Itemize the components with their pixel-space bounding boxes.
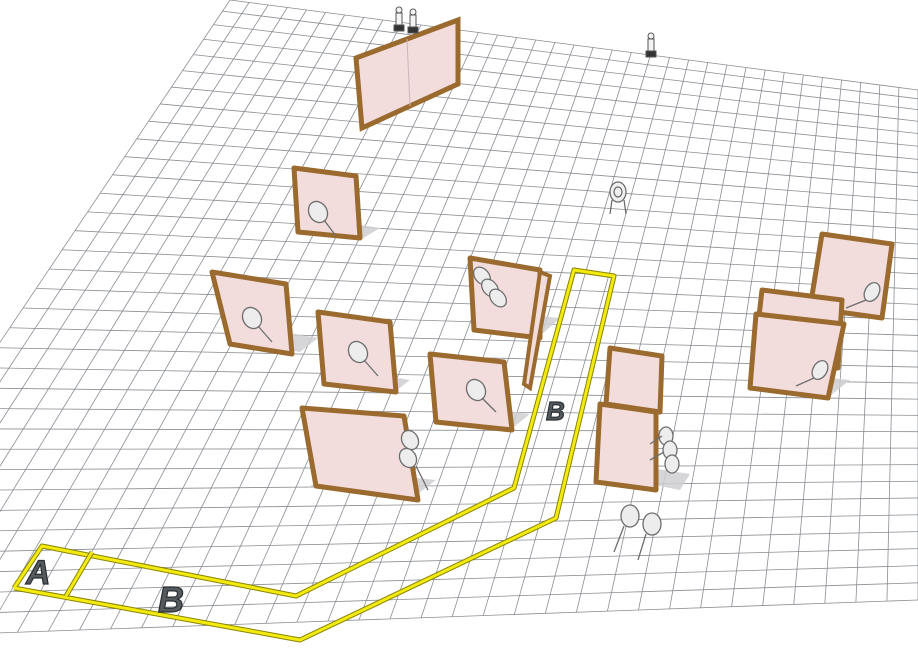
grid-line xyxy=(87,211,918,260)
grid-line xyxy=(0,0,231,344)
target-icon xyxy=(472,266,508,308)
grid-line xyxy=(0,2,250,383)
door-frame-icon xyxy=(353,16,461,132)
grid-line xyxy=(193,54,918,134)
grid-line xyxy=(0,582,918,613)
grid-line xyxy=(0,4,269,424)
grid-line xyxy=(575,62,709,613)
grid-line xyxy=(607,64,728,612)
path-far-label: B xyxy=(546,396,565,426)
grid-line xyxy=(0,7,288,467)
grid-line xyxy=(148,120,918,187)
targets xyxy=(241,200,881,561)
grid-line xyxy=(886,87,900,602)
grid-line xyxy=(182,70,918,147)
grid-line xyxy=(112,174,918,230)
door-frame-icon xyxy=(521,269,553,392)
grid-line xyxy=(0,428,918,433)
grid-line xyxy=(0,480,918,491)
grid-line xyxy=(160,103,918,174)
grid-line xyxy=(0,497,918,511)
target-icon xyxy=(465,378,497,413)
grid-line xyxy=(0,531,918,552)
path-near-label: B xyxy=(158,579,184,620)
person-figure-icon xyxy=(393,6,419,34)
grid-line xyxy=(0,447,918,450)
grid-line xyxy=(100,192,918,245)
grid-line xyxy=(222,10,918,100)
grid-line xyxy=(669,69,766,609)
grid-line xyxy=(0,514,918,532)
grid-line xyxy=(203,38,918,122)
grid-line xyxy=(171,86,918,160)
grid-line xyxy=(0,565,918,593)
grid-line xyxy=(74,230,918,275)
target-icon xyxy=(241,306,273,343)
grid-line xyxy=(0,599,918,634)
target-icon xyxy=(609,181,627,215)
target-icon xyxy=(795,360,829,387)
target-icon xyxy=(649,426,680,474)
grid-line xyxy=(124,156,918,216)
person-figure-icon xyxy=(645,32,657,58)
target-icon xyxy=(845,282,881,309)
target-icon xyxy=(613,504,662,561)
grid-line xyxy=(0,9,307,513)
path-marker-icon xyxy=(11,267,617,643)
grid-line xyxy=(229,0,918,91)
grid-line xyxy=(136,138,918,201)
grid-line xyxy=(213,24,918,111)
grid-line xyxy=(17,17,365,633)
target-icon xyxy=(398,429,429,491)
target-icon xyxy=(307,200,337,237)
target-icon xyxy=(347,340,379,377)
grid-line xyxy=(855,84,881,603)
start-box-label: A xyxy=(25,554,51,592)
